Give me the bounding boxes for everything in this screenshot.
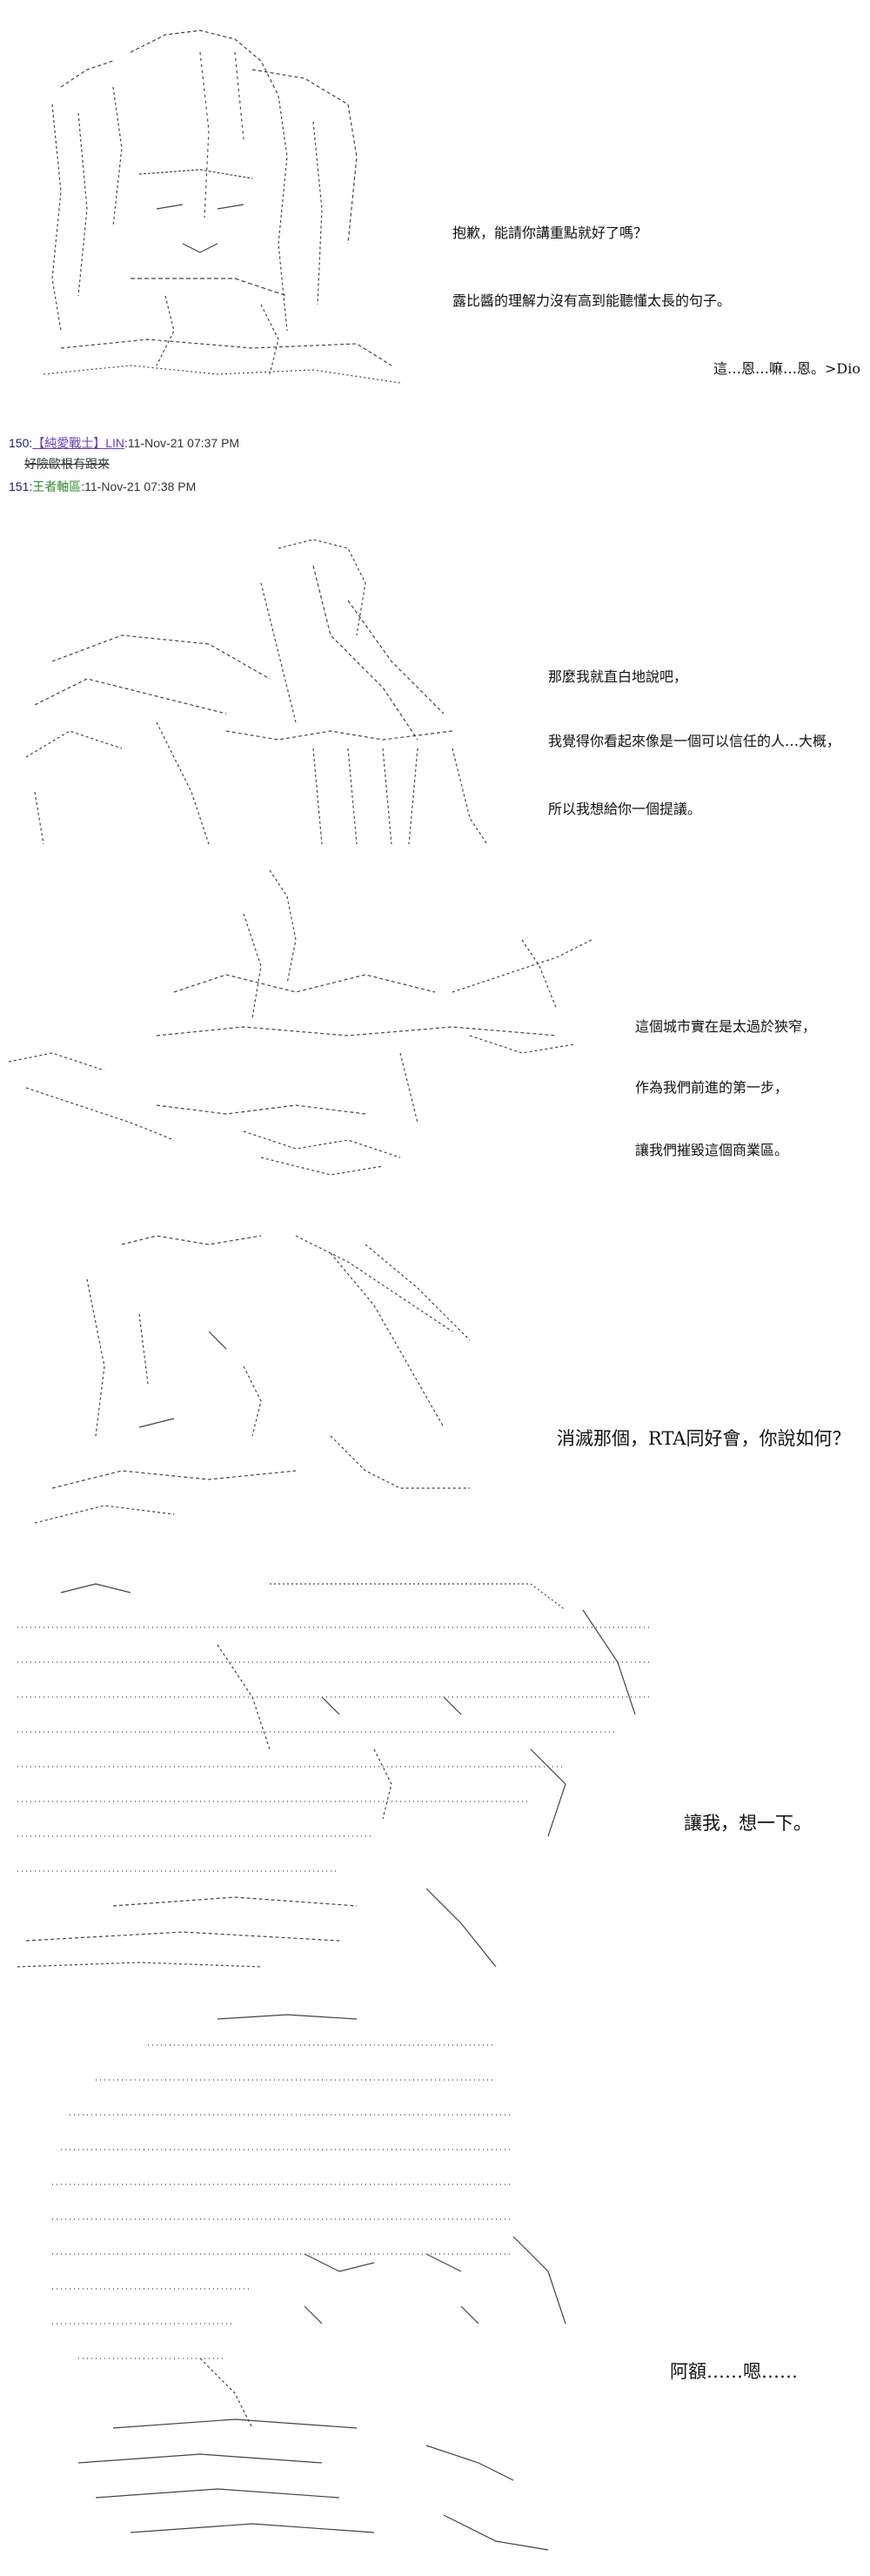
post-author[interactable]: 王者軸區 bbox=[32, 480, 82, 493]
post-body: 好險歐根有跟來 bbox=[24, 457, 110, 471]
ascii-art-character-1 bbox=[26, 17, 409, 400]
panel-4: 消滅那個，RTA同好會，你說如何？ bbox=[0, 1210, 870, 1558]
dialogue-line: 消滅那個，RTA同好會，你說如何？ bbox=[557, 1428, 851, 1449]
dialogue-line: 我覺得你看起來像是一個可以信任的人…大概， bbox=[548, 733, 841, 749]
dialogue-line: 阿額……嗯…… bbox=[670, 2361, 798, 2382]
panel-5: 讓我，想一下。 bbox=[0, 1558, 870, 1993]
panel-1: 抱歉，能請你講重點就好了嗎？ 露比醬的理解力沒有高到能聽懂太長的句子。 這…恩…… bbox=[0, 0, 870, 409]
dialogue-line: 作為我們前進的第一步， bbox=[635, 1079, 789, 1096]
dialogue-line: 所以我想給你一個提議。 bbox=[548, 801, 702, 817]
dialogue-line: 那麼我就直白地說吧， bbox=[548, 668, 688, 685]
ascii-art-character-6 bbox=[26, 2010, 592, 2567]
panel-3: 這個城市實在是太過於狹窄， 作為我們前進的第一步， 讓我們摧毀這個商業區。 bbox=[0, 862, 870, 1210]
panel-6: 阿額……嗯…… bbox=[0, 1993, 870, 2576]
ascii-art-character-5 bbox=[9, 1575, 652, 1984]
dialogue-line: 這…恩…嘛…恩。>Dio bbox=[713, 360, 860, 377]
post-header: 150:【純愛戰士】LIN:11-Nov-21 07:37 PM bbox=[9, 435, 239, 451]
post-number: 151: bbox=[9, 480, 33, 493]
dialogue-line: 讓我們摧毀這個商業區。 bbox=[635, 1142, 789, 1158]
dialogue-line: 讓我，想一下。 bbox=[684, 1813, 812, 1834]
dialogue-line: 抱歉，能請你講重點就好了嗎？ bbox=[452, 225, 648, 241]
ascii-art-character-2 bbox=[17, 531, 522, 853]
post-header: 151:王者軸區:11-Nov-21 07:38 PM bbox=[9, 479, 196, 494]
post-time: :11-Nov-21 07:37 PM bbox=[124, 436, 240, 450]
panel-2: 那麼我就直白地說吧， 我覺得你看起來像是一個可以信任的人…大概， 所以我想給你一… bbox=[0, 522, 870, 862]
post-author[interactable]: 【純愛戰士】LIN bbox=[32, 436, 125, 450]
ascii-art-character-3 bbox=[0, 862, 626, 1201]
dialogue-line: 露比醬的理解力沒有高到能聽懂太長的句子。 bbox=[452, 292, 732, 309]
dialogue-line: 這個城市實在是太過於狹窄， bbox=[635, 1018, 817, 1035]
post-time: :11-Nov-21 07:38 PM bbox=[81, 480, 197, 493]
comment-section: 150:【純愛戰士】LIN:11-Nov-21 07:37 PM 好險歐根有跟來… bbox=[0, 409, 870, 522]
ascii-art-character-4 bbox=[35, 1227, 505, 1540]
post-number: 150: bbox=[9, 436, 33, 450]
